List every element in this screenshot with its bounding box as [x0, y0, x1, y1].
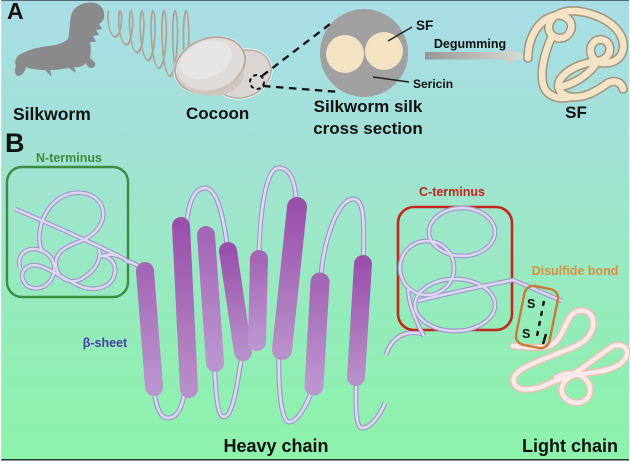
svg-text:Silkworm: Silkworm: [13, 104, 91, 124]
svg-text:cross section: cross section: [313, 119, 423, 138]
svg-text:SF: SF: [416, 18, 433, 33]
svg-text:C-terminus: C-terminus: [419, 185, 485, 199]
svg-text:Heavy chain: Heavy chain: [223, 436, 328, 456]
svg-text:S: S: [527, 297, 535, 311]
svg-text:β-sheet: β-sheet: [83, 336, 128, 350]
svg-text:S: S: [522, 327, 530, 341]
svg-text:N-terminus: N-terminus: [36, 151, 102, 165]
svg-text:Disulfide bond: Disulfide bond: [532, 264, 619, 278]
svg-text:Silkworm silk: Silkworm silk: [314, 97, 423, 116]
svg-text:Degumming: Degumming: [434, 37, 506, 51]
svg-text:B: B: [5, 128, 25, 158]
svg-text:SF: SF: [565, 103, 587, 122]
svg-text:Sericin: Sericin: [413, 77, 453, 91]
svg-text:Light chain: Light chain: [522, 436, 618, 456]
svg-text:A: A: [7, 0, 24, 24]
svg-text:Cocoon: Cocoon: [186, 104, 249, 123]
